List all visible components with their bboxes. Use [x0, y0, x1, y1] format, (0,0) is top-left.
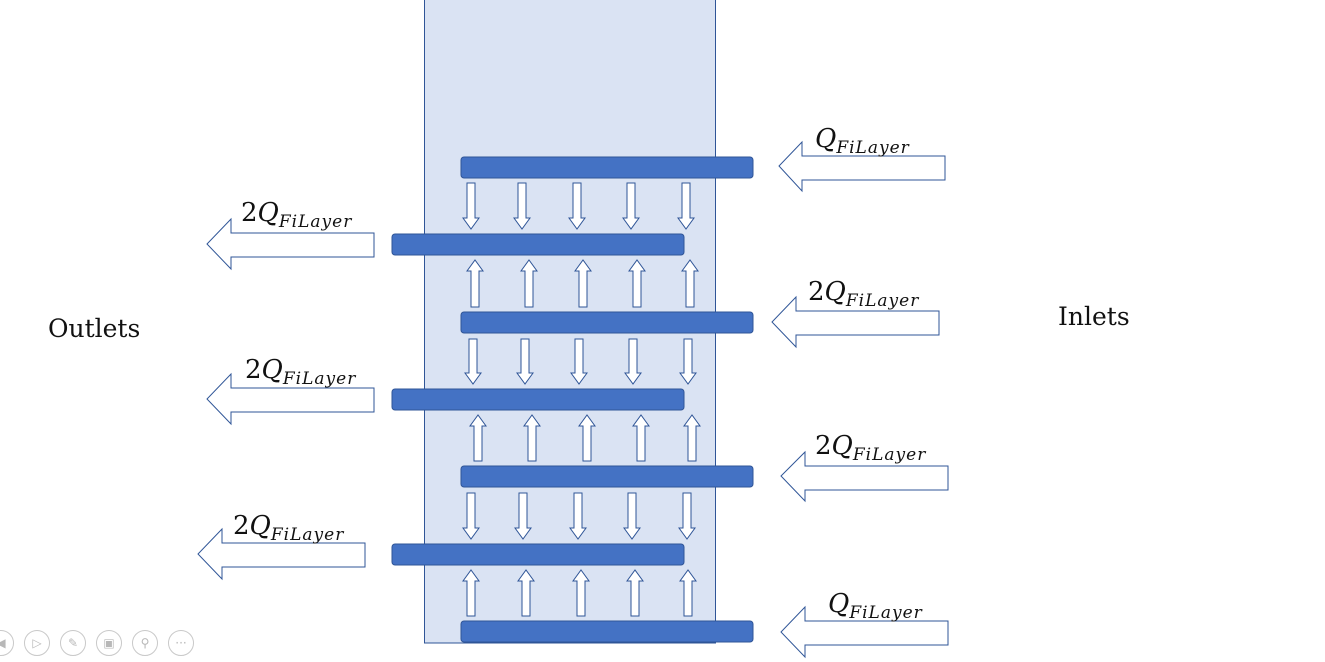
more-icon[interactable]: ···	[168, 630, 194, 656]
flow-symbol: Q	[261, 355, 283, 385]
slideshow-toolbar: ◀ ▷ ✎ ▣ ⚲ ···	[0, 630, 194, 658]
plate-left-3	[391, 543, 685, 566]
flow-arrow-up-5	[466, 259, 484, 308]
slides-icon[interactable]: ▣	[96, 630, 122, 656]
flow-arrow-up-9	[681, 259, 699, 308]
flow-arrow-down-24	[678, 492, 696, 540]
flow-arrow-up-16	[523, 414, 541, 462]
flow-subscript: FiLayer	[270, 525, 345, 545]
outlet-arrow-3	[197, 527, 366, 581]
flow-symbol: Q	[249, 511, 271, 541]
inlet-arrow-4	[780, 605, 949, 659]
flow-coefficient: 2	[815, 431, 832, 461]
plate-right-1	[460, 156, 754, 179]
flow-subscript: FiLayer	[278, 212, 353, 232]
plate-right-4	[460, 620, 754, 643]
flow-arrow-up-19	[683, 414, 701, 462]
previous-icon[interactable]: ◀	[0, 630, 14, 656]
flow-arrow-down-20	[462, 492, 480, 540]
plate-right-2	[460, 311, 754, 334]
flow-arrow-up-7	[574, 259, 592, 308]
flow-coefficient: 2	[241, 198, 258, 228]
flow-arrow-down-12	[570, 338, 588, 385]
flow-arrow-down-3	[622, 182, 640, 230]
flow-arrow-down-2	[568, 182, 586, 230]
flow-arrow-down-1	[513, 182, 531, 230]
zoom-icon[interactable]: ⚲	[132, 630, 158, 656]
plate-left-2	[391, 388, 685, 411]
flow-arrow-up-17	[578, 414, 596, 462]
pen-icon[interactable]: ✎	[60, 630, 86, 656]
flow-arrow-up-6	[520, 259, 538, 308]
flow-coefficient: 2	[233, 511, 250, 541]
flow-arrow-down-0	[462, 182, 480, 230]
inlet-flow-label-2: 2QFiLayer	[808, 277, 919, 311]
flow-arrow-up-29	[679, 569, 697, 617]
flow-arrow-down-23	[623, 492, 641, 540]
inlet-flow-label-1: QFiLayer	[815, 124, 910, 158]
flow-arrow-up-26	[517, 569, 535, 617]
outlet-arrow-1	[206, 217, 375, 271]
inlet-arrow-3	[780, 450, 949, 503]
flow-subscript: FiLayer	[849, 603, 923, 623]
flow-subscript: FiLayer	[836, 138, 910, 158]
plate-right-3	[460, 465, 754, 488]
flow-coefficient: 2	[245, 355, 262, 385]
flow-arrow-down-10	[464, 338, 482, 385]
flow-subscript: FiLayer	[282, 369, 357, 389]
flow-arrow-down-14	[679, 338, 697, 385]
outlet-flow-label-1: 2QFiLayer	[241, 198, 352, 232]
outlets-label: Outlets	[48, 314, 141, 343]
flow-subscript: FiLayer	[845, 291, 920, 311]
inlets-label: Inlets	[1058, 302, 1130, 331]
flow-arrow-down-4	[677, 182, 695, 230]
flow-symbol: Q	[831, 431, 853, 461]
flow-coefficient: 2	[808, 277, 825, 307]
flow-arrow-up-25	[462, 569, 480, 617]
flow-subscript: FiLayer	[852, 445, 927, 465]
play-icon[interactable]: ▷	[24, 630, 50, 656]
outlet-flow-label-2: 2QFiLayer	[245, 355, 356, 389]
outlet-flow-label-3: 2QFiLayer	[233, 511, 344, 545]
flow-symbol: Q	[815, 124, 837, 154]
flow-symbol: Q	[828, 589, 850, 619]
flow-symbol: Q	[257, 198, 279, 228]
plate-left-1	[391, 233, 685, 256]
flow-arrow-down-22	[569, 492, 587, 540]
flow-arrow-up-8	[628, 259, 646, 308]
flow-arrow-up-28	[626, 569, 644, 617]
flow-arrow-down-13	[624, 338, 642, 385]
flow-arrow-down-21	[514, 492, 532, 540]
inlet-flow-label-3: 2QFiLayer	[815, 431, 926, 465]
outlet-arrow-2	[206, 372, 375, 426]
flow-arrows	[462, 182, 701, 617]
inlet-arrow-2	[771, 295, 940, 349]
inlet-flow-label-4: QFiLayer	[828, 589, 923, 623]
flow-arrow-up-27	[572, 569, 590, 617]
flow-arrow-down-11	[516, 338, 534, 385]
flow-symbol: Q	[824, 277, 846, 307]
flow-arrow-up-18	[632, 414, 650, 462]
flow-arrow-up-15	[469, 414, 487, 462]
inlet-arrow-1	[778, 140, 946, 193]
